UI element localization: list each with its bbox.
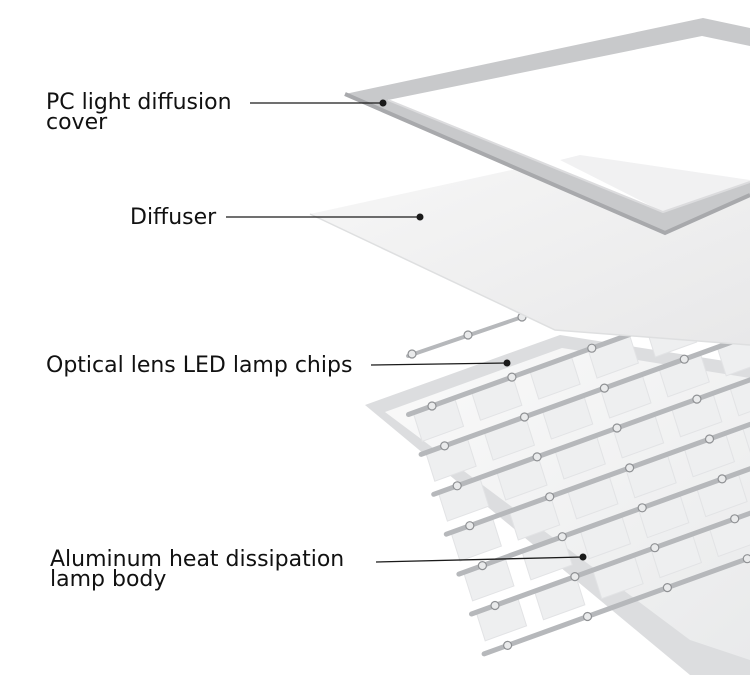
led-chip [587, 343, 597, 353]
callout-lamp-body: Aluminum heat dissipation lamp body [50, 547, 345, 592]
led-chip [570, 571, 580, 582]
led-chip [452, 481, 462, 491]
callout-diffuser: Diffuser [130, 205, 217, 230]
led-strip [456, 466, 750, 577]
led-chip [407, 349, 417, 359]
callout-led-chips-line-1: Optical lens LED lamp chips [46, 353, 353, 378]
led-chip [582, 611, 593, 622]
led-chip [545, 492, 555, 502]
led-chip [507, 372, 517, 382]
led-strip [469, 510, 750, 617]
leader-dot-diffuser [416, 213, 424, 221]
led-chip [730, 514, 740, 524]
lamp-body-tray [385, 348, 750, 660]
callout-led-chips: Optical lens LED lamp chips [46, 353, 353, 378]
led-chip [463, 330, 473, 340]
led-chip [704, 434, 715, 444]
led-chip [519, 412, 530, 422]
led-chip [440, 441, 450, 451]
leader-dot-lamp-body [579, 553, 587, 561]
led-chip [650, 543, 660, 553]
led-chip [624, 463, 635, 473]
led-chip [477, 560, 487, 571]
leader-led-chips [370, 362, 508, 366]
led-chip [490, 600, 500, 611]
led-chip [465, 521, 475, 531]
callout-lamp-body-line-1: Aluminum heat dissipation [50, 547, 345, 572]
led-chip [717, 474, 727, 484]
pc-frame-inner-edge [387, 99, 750, 214]
diffuser-edge [309, 213, 750, 346]
lamp-body-graphic [365, 286, 750, 675]
led-chip [503, 640, 513, 651]
led-strip [431, 377, 750, 497]
lamp-body-tile [729, 381, 750, 417]
callout-pc-cover-line-1: PC light diffusion [46, 90, 232, 115]
led-chip [742, 554, 750, 564]
lamp-body-tiles [413, 293, 750, 642]
led-chip [532, 452, 542, 462]
led-chip [599, 383, 610, 393]
led-chip [692, 394, 702, 404]
led-strip [443, 421, 750, 537]
led-chip [427, 401, 437, 411]
leader-dot-pc-cover [379, 99, 387, 107]
leader-lines [226, 102, 584, 563]
callout-pc-cover-line-2: cover [46, 110, 108, 135]
led-chip [662, 582, 673, 593]
pc-frame-graphic [344, 18, 750, 236]
led-chip [612, 423, 622, 433]
led-chip [637, 503, 647, 513]
leader-dot-led-chips [503, 359, 511, 367]
led-chip [679, 354, 689, 364]
led-chip [557, 532, 567, 542]
lamp-body-tile [742, 425, 750, 453]
led-strip [481, 555, 750, 657]
callout-lamp-body-line-2: lamp body [50, 567, 167, 592]
callout-diffuser-line-1: Diffuser [130, 205, 217, 230]
callout-pc-cover: PC light diffusion cover [46, 90, 232, 135]
pc-frame-lower-edge [344, 92, 750, 236]
leader-lamp-body [375, 556, 584, 563]
leader-dots [379, 99, 587, 561]
